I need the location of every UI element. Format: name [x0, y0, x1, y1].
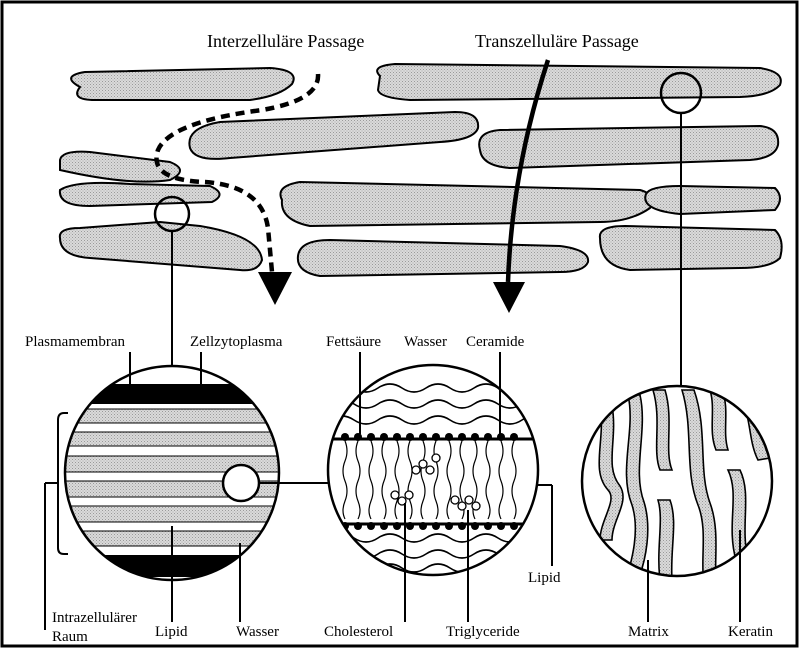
- label-triglyceride: Triglyceride: [446, 624, 520, 640]
- corneocyte: [298, 240, 588, 276]
- label-keratin: Keratin: [728, 624, 773, 640]
- corneocyte: [60, 152, 180, 182]
- corneocyte: [60, 183, 220, 206]
- label-matrix: Matrix: [628, 624, 669, 640]
- corneocyte: [280, 182, 653, 226]
- middle-circle-bilayer: [320, 360, 550, 580]
- transzellulaere-passage-title: Transzelluläre Passage: [475, 31, 639, 51]
- right-circle-keratin: [582, 386, 772, 585]
- label-zellzytoplasma: Zellzytoplasma: [190, 334, 283, 350]
- corneocyte: [377, 64, 781, 100]
- label-intrazellulaerer: Intrazellulärer: [52, 610, 137, 626]
- corneocyte-layer: [60, 64, 782, 276]
- corneocyte: [600, 226, 782, 270]
- label-lipid-middle: Lipid: [528, 570, 561, 586]
- magnifier-lipid-layer: [223, 465, 259, 501]
- label-raum: Raum: [52, 629, 88, 645]
- interzellulaere-passage-title: Interzelluläre Passage: [207, 31, 364, 51]
- label-plasmamembran: Plasmamembran: [25, 334, 125, 350]
- label-cholesterol: Cholesterol: [324, 624, 393, 640]
- label-fettsaeure: Fettsäure: [326, 334, 381, 350]
- intercellular-arrowhead: [258, 272, 292, 305]
- label-lipid-left: Lipid: [155, 624, 188, 640]
- corneocyte: [60, 222, 262, 270]
- label-wasser-left: Wasser: [236, 624, 279, 640]
- corneocyte: [645, 186, 780, 214]
- corneocyte: [189, 112, 478, 159]
- label-ceramide: Ceramide: [466, 334, 525, 350]
- label-wasser-top: Wasser: [404, 334, 447, 350]
- transcellular-arrowhead: [493, 282, 525, 313]
- corneocyte: [71, 68, 294, 100]
- left-circle-layers: [60, 360, 290, 600]
